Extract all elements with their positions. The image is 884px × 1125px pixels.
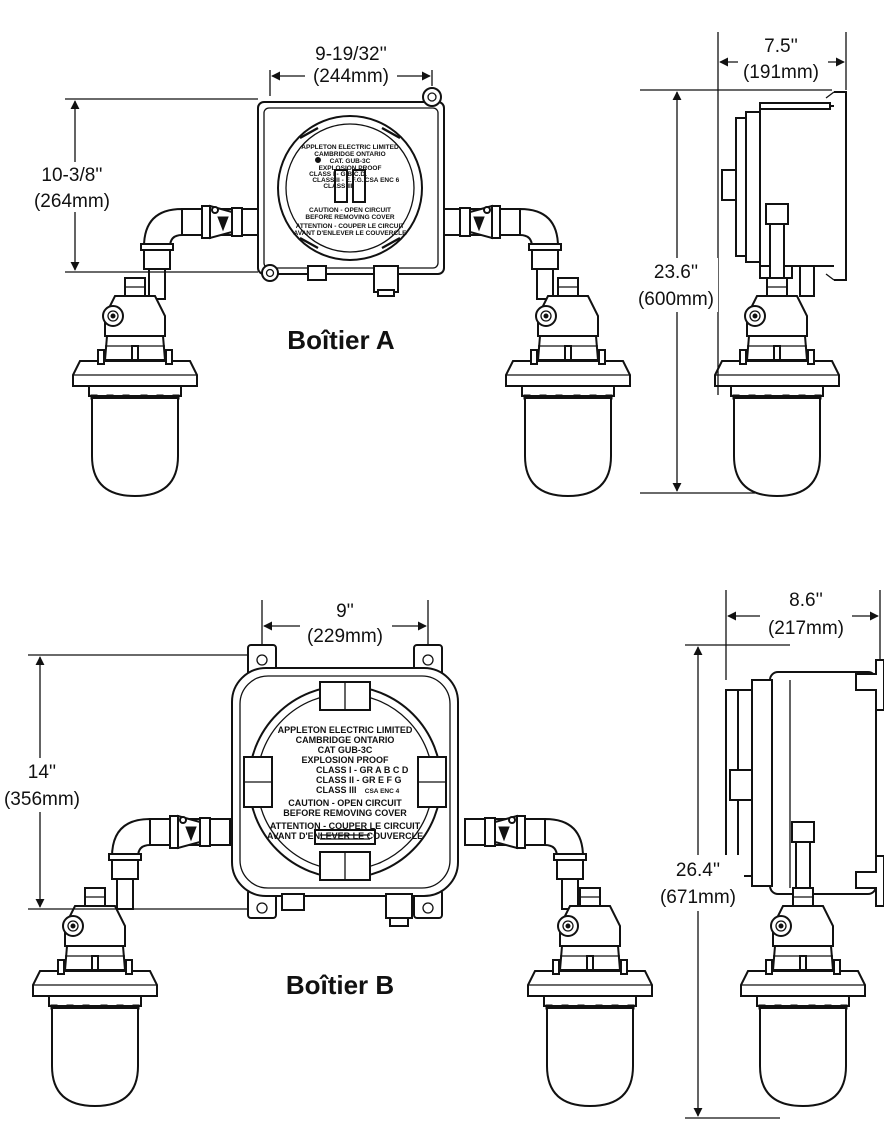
svg-text:8.6'': 8.6'' bbox=[789, 590, 823, 611]
svg-text:CAMBRIDGE ONTARIO: CAMBRIDGE ONTARIO bbox=[296, 735, 395, 745]
svg-text:APPLETON ELECTRIC LIMITED: APPLETON ELECTRIC LIMITED bbox=[278, 725, 413, 735]
svg-text:CAUTION - OPEN CIRCUIT: CAUTION - OPEN CIRCUIT bbox=[288, 798, 402, 808]
svg-text:CSA ENC 4: CSA ENC 4 bbox=[365, 788, 400, 795]
svg-text:APPLETON ELECTRIC LIMITED: APPLETON ELECTRIC LIMITED bbox=[301, 144, 399, 151]
svg-text:26.4'': 26.4'' bbox=[676, 860, 720, 881]
svg-text:9'': 9'' bbox=[336, 601, 354, 622]
svg-text:(600mm): (600mm) bbox=[638, 289, 714, 310]
svg-text:AVANT D'ENLEVER LE COUVERCLE: AVANT D'ENLEVER LE COUVERCLE bbox=[267, 831, 423, 841]
svg-text:ATTENTION - COUPER LE CIRCUIT: ATTENTION - COUPER LE CIRCUIT bbox=[270, 821, 421, 831]
svg-text:EXPLOSION PROOF: EXPLOSION PROOF bbox=[319, 165, 382, 172]
enclosure-a-label: APPLETON ELECTRIC LIMITED CAMBRIDGE ONTA… bbox=[294, 144, 408, 237]
svg-text:BEFORE REMOVING COVER: BEFORE REMOVING COVER bbox=[305, 214, 395, 221]
enclosure-b-front-view bbox=[32, 644, 653, 1107]
svg-text:9-19/32'': 9-19/32'' bbox=[315, 44, 387, 65]
enclosure-a-total-height-dimension: 23.6'' (600mm) bbox=[634, 89, 832, 494]
svg-text:(229mm): (229mm) bbox=[307, 626, 383, 647]
svg-text:CLASS III: CLASS III bbox=[323, 183, 352, 190]
svg-text:(191mm): (191mm) bbox=[743, 62, 819, 83]
svg-text:(356mm): (356mm) bbox=[4, 789, 80, 810]
enclosure-a-width-dimension: 9-19/32'' (244mm) bbox=[269, 44, 433, 96]
enclosure-b-caption: Boîtier B bbox=[286, 970, 394, 1000]
svg-text:(217mm): (217mm) bbox=[768, 618, 844, 639]
enclosure-b-width-dimension: 9'' (229mm) bbox=[261, 600, 429, 647]
enclosure-b-label: APPLETON ELECTRIC LIMITED CAMBRIDGE ONTA… bbox=[267, 725, 423, 841]
svg-text:CLASS I - GR A B C D: CLASS I - GR A B C D bbox=[316, 765, 409, 775]
enclosure-a-depth-dimension: 7.5'' (191mm) bbox=[717, 32, 847, 395]
svg-text:23.6'': 23.6'' bbox=[654, 262, 698, 283]
svg-text:14'': 14'' bbox=[28, 762, 56, 783]
enclosure-b-side-view bbox=[725, 659, 884, 1107]
svg-text:7.5'': 7.5'' bbox=[764, 36, 798, 57]
enclosure-b-height-dimension: 14'' (356mm) bbox=[0, 654, 248, 910]
svg-text:ATTENTION - COUPER LE CIRCUIT: ATTENTION - COUPER LE CIRCUIT bbox=[296, 223, 405, 230]
svg-text:CAT GUB-3C: CAT GUB-3C bbox=[318, 745, 373, 755]
enclosure-b-depth-dimension: 8.6'' (217mm) bbox=[725, 590, 881, 680]
svg-text:BEFORE REMOVING COVER: BEFORE REMOVING COVER bbox=[283, 808, 407, 818]
enclosure-a-caption: Boîtier A bbox=[287, 325, 395, 355]
svg-text:(264mm): (264mm) bbox=[34, 191, 110, 212]
svg-text:(244mm): (244mm) bbox=[313, 66, 389, 87]
enclosure-a-side-view bbox=[714, 91, 847, 497]
svg-text:CSA ENC 6: CSA ENC 6 bbox=[365, 177, 400, 184]
svg-text:CAMBRIDGE ONTARIO: CAMBRIDGE ONTARIO bbox=[314, 151, 385, 158]
enclosure-a-front-view bbox=[72, 87, 631, 497]
svg-text:CLASS I - G.B.C.D.: CLASS I - G.B.C.D. bbox=[309, 171, 367, 178]
svg-text:CAT. GUB-3C: CAT. GUB-3C bbox=[330, 158, 371, 165]
svg-text:10-3/8'': 10-3/8'' bbox=[41, 165, 102, 186]
svg-text:CLASS III: CLASS III bbox=[316, 785, 357, 795]
svg-text:CLASS II - E.F.G.: CLASS II - E.F.G. bbox=[312, 177, 363, 184]
enclosure-a-height-dimension: 10-3/8'' (264mm) bbox=[30, 98, 258, 273]
enclosure-a-cover bbox=[277, 115, 423, 261]
svg-text:CLASS II - GR E F G: CLASS II - GR E F G bbox=[316, 775, 402, 785]
svg-text:(671mm): (671mm) bbox=[660, 887, 736, 908]
svg-text:EXPLOSION PROOF: EXPLOSION PROOF bbox=[301, 755, 389, 765]
enclosure-b-total-height-dimension: 26.4'' (671mm) bbox=[654, 644, 790, 1119]
svg-text:CAUTION - OPEN CIRCUIT: CAUTION - OPEN CIRCUIT bbox=[309, 207, 391, 214]
svg-text:AVANT D'ENLEVER LE COUVERCLE: AVANT D'ENLEVER LE COUVERCLE bbox=[294, 230, 408, 237]
mounting-lug-icon bbox=[422, 87, 442, 107]
